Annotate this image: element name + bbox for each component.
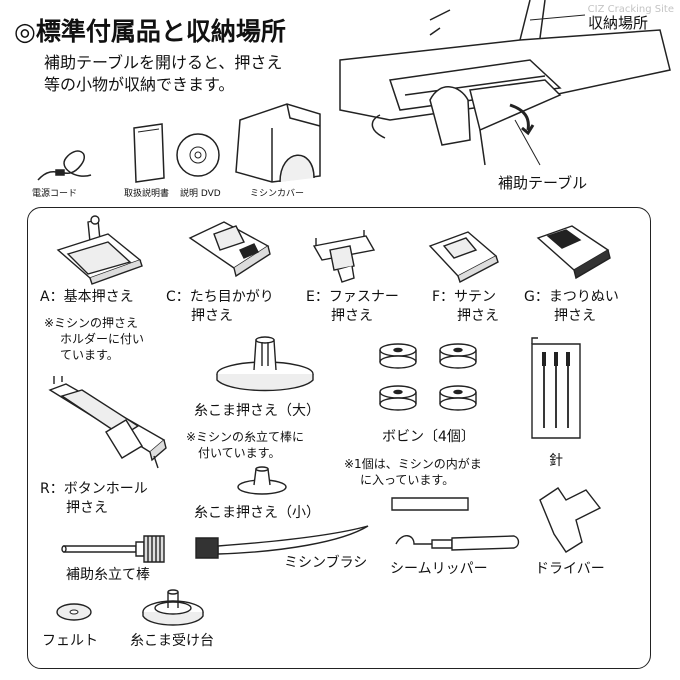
- foot-r-label-1: R：ボタンホール: [40, 481, 148, 497]
- bobbins-icon: [374, 340, 484, 424]
- manual-label: 取扱説明書: [124, 189, 170, 199]
- aux-table-label: 補助テーブル: [498, 174, 588, 192]
- spool-stand-icon: [140, 584, 206, 630]
- spool-cap-large-note: ※ミシンの糸立て棒に 付いています。: [186, 429, 304, 461]
- accessories-panel: [27, 207, 651, 669]
- sewing-machine-illustration: [330, 0, 680, 170]
- spool-cap-small-icon: [234, 465, 290, 499]
- storage-location-label: 収納場所: [588, 14, 649, 32]
- aux-spool-pin-icon: [60, 530, 170, 566]
- bobbin-note: ※1個は、ミシンの内がま に入っています。: [344, 456, 482, 488]
- foot-g-label: G：まつりぬい 押さえ: [524, 288, 619, 326]
- foot-f-label-1: F：サテン: [432, 289, 497, 305]
- foot-r-icon: [46, 376, 172, 472]
- spool-cap-large-note-2: 付いています。: [198, 446, 281, 460]
- spool-cap-large-icon: [210, 332, 320, 392]
- seam-ripper-icon: [392, 522, 522, 558]
- spool-cap-large-label: 糸こま押さえ（大）: [194, 403, 320, 419]
- seam-ripper-label: シームリッパー: [390, 561, 488, 577]
- foot-f-label: F：サテン 押さえ: [432, 288, 499, 326]
- spool-stand-label: 糸こま受け台: [130, 633, 214, 649]
- foot-g-label-1: G：まつりぬい: [524, 289, 619, 305]
- foot-a-note-2: ホルダーに付い: [60, 332, 145, 346]
- foot-e-label-1: E：ファスナー: [306, 289, 399, 305]
- foot-a-note-3: ています。: [60, 348, 119, 362]
- foot-f-label-2: 押さえ: [457, 308, 499, 324]
- page-title: ◎標準付属品と収納場所: [14, 17, 286, 46]
- foot-r-label-2: 押さえ: [66, 500, 108, 516]
- foot-a-icon: [48, 212, 144, 288]
- power-cord-icon: [36, 140, 96, 185]
- foot-c-label: C：たち目かがり 押さえ: [166, 288, 274, 326]
- bobbin-note-2: に入っています。: [360, 473, 455, 487]
- brush-label: ミシンブラシ: [284, 555, 368, 571]
- foot-e-icon: [306, 230, 380, 284]
- foot-g-label-2: 押さえ: [554, 308, 596, 324]
- dvd-label: 説明 DVD: [180, 189, 221, 199]
- watermark: CIZ Cracking Site: [587, 4, 674, 15]
- foot-c-label-2: 押さえ: [191, 308, 233, 324]
- spool-cap-large-note-1: ※ミシンの糸立て棒に: [186, 430, 305, 444]
- bobbin-label: ボビン〔4個〕: [382, 429, 475, 445]
- machine-cover-icon: [232, 98, 324, 184]
- tool-bar-icon: [388, 496, 472, 514]
- aux-spool-pin-label: 補助糸立て棒: [66, 567, 150, 583]
- foot-a-label: A：基本押さえ: [40, 289, 134, 305]
- foot-r-label: R：ボタンホール 押さえ: [40, 480, 148, 518]
- intro-line-1: 補助テーブルを開けると、押さえ: [44, 53, 283, 72]
- foot-c-label-1: C：たち目かがり: [166, 289, 274, 305]
- foot-e-label: E：ファスナー 押さえ: [306, 288, 399, 326]
- felt-icon: [54, 600, 94, 624]
- spool-cap-small-label: 糸こま押さえ（小）: [194, 505, 320, 521]
- bobbin-note-1: ※1個は、ミシンの内がま: [344, 457, 482, 471]
- machine-cover-label: ミシンカバー: [250, 189, 305, 199]
- foot-a-note-1: ※ミシンの押さえ: [44, 316, 139, 330]
- intro-line-2: 等の小物が収納できます。: [44, 75, 235, 94]
- felt-label: フェルト: [42, 633, 98, 649]
- foot-a-note: ※ミシンの押さえ ホルダーに付い ています。: [44, 315, 144, 363]
- screwdriver-label: ドライバー: [535, 561, 605, 577]
- intro-text: 補助テーブルを開けると、押さえ 等の小物が収納できます。: [44, 52, 282, 96]
- dvd-icon: [175, 132, 221, 178]
- foot-c-icon: [184, 216, 274, 282]
- foot-f-icon: [424, 226, 500, 284]
- brush-icon: [192, 522, 372, 560]
- foot-g-icon: [532, 220, 612, 286]
- needle-pack-icon: [528, 340, 584, 444]
- power-cord-label: 電源コード: [32, 189, 78, 199]
- foot-e-label-2: 押さえ: [331, 308, 373, 324]
- needle-label: 針: [549, 453, 563, 469]
- manual-icon: [128, 122, 168, 184]
- screwdriver-icon: [536, 484, 606, 556]
